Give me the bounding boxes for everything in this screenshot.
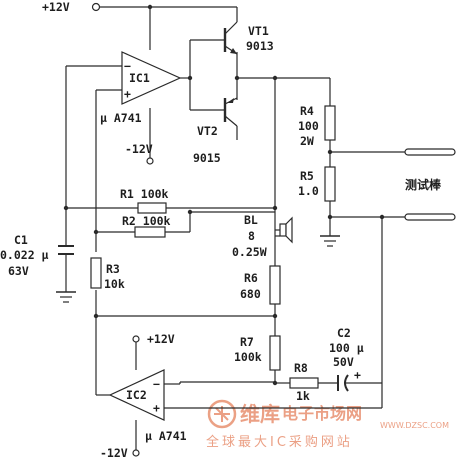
- vt2-transistor: VT2 9015: [193, 97, 238, 165]
- r6-name: R6: [244, 271, 258, 285]
- watermark-site: 电子市场网: [282, 404, 362, 423]
- r6-resistor: R6 680: [240, 265, 281, 305]
- watermark-subtitle: 全球最大IC采购网站: [206, 434, 353, 450]
- vt1-transistor: VT1 9013: [223, 21, 274, 55]
- ic2-plus: +: [153, 401, 160, 415]
- ic2-pos-supply: +12V: [132, 332, 175, 346]
- ic2-neg-supply-label: -12V: [100, 446, 128, 459]
- r5-resistor: R5 1.0: [298, 166, 336, 202]
- vt2-name: VT2: [197, 124, 218, 138]
- speaker-bl: BL 8 0.25W: [232, 213, 293, 259]
- ic1-part: μ A741: [100, 111, 142, 125]
- r8-value: 1k: [296, 389, 310, 403]
- c1-name: C1: [14, 233, 28, 247]
- vt1-part: 9013: [246, 39, 274, 53]
- ic2-neg-supply: -12V: [100, 446, 140, 459]
- watermark-brand: 维库: [240, 402, 280, 426]
- c2-voltage: 50V: [333, 355, 354, 369]
- ic1-opamp: IC1 − + μ A741: [100, 51, 182, 125]
- watermark-url: WWW.DZSC.COM: [380, 421, 449, 430]
- vt2-part: 9015: [193, 151, 221, 165]
- test-probe-upper: [404, 148, 456, 156]
- r5-value: 1.0: [298, 184, 319, 198]
- wires: [65, 6, 405, 450]
- r2-label: R2 100k: [122, 214, 171, 228]
- r4-resistor: R4 100 2W: [298, 104, 336, 148]
- r4-power: 2W: [300, 134, 314, 148]
- junction-dots: [63, 4, 385, 386]
- probe-label: 测试棒: [405, 177, 442, 192]
- ic2-name: IC2: [126, 388, 147, 402]
- r4-name: R4: [300, 104, 314, 118]
- c1-value: 0.022 μ: [0, 248, 49, 262]
- r3-name: R3: [106, 262, 120, 276]
- ic2-part: μ A741: [145, 429, 187, 443]
- c2-value: 100 μ: [329, 341, 364, 355]
- r6-value: 680: [240, 287, 261, 301]
- r5-name: R5: [300, 169, 314, 183]
- ground-symbol-c1: [56, 291, 76, 303]
- watermark-logo-icon: [207, 399, 237, 429]
- r1-label: R1 100k: [120, 187, 169, 201]
- ic1-neg-supply-label: -12V: [125, 142, 153, 156]
- r7-name: R7: [240, 335, 254, 349]
- r3-resistor: R3 10k: [90, 257, 125, 291]
- c1-voltage: 63V: [8, 264, 29, 278]
- ic1-minus: −: [124, 59, 131, 73]
- r8-name: R8: [294, 361, 308, 375]
- ic2-opamp: IC2 − + μ A741: [108, 369, 187, 443]
- r7-value: 100k: [234, 350, 262, 364]
- r8-resistor: R8 1k: [289, 361, 319, 403]
- ic2-minus: −: [153, 377, 160, 391]
- test-probe-lower: [404, 213, 456, 221]
- supply-top-label: +12V: [42, 0, 70, 14]
- r4-value: 100: [298, 119, 319, 133]
- c1-capacitor: C1 0.022 μ 63V: [0, 233, 74, 278]
- vt1-name: VT1: [248, 24, 269, 38]
- r7-resistor: R7 100k: [234, 335, 281, 371]
- ic1-name: IC1: [129, 71, 150, 85]
- watermark: 维库 电子市场网 WWW.DZSC.COM 全球最大IC采购网站: [206, 399, 449, 450]
- r2-resistor: R2 100k: [122, 214, 171, 238]
- r1-resistor: R1 100k: [120, 187, 169, 214]
- ic1-plus: +: [124, 87, 131, 101]
- bl-value: 8: [248, 229, 255, 243]
- bl-power: 0.25W: [232, 245, 267, 259]
- c2-capacitor: C2 100 μ 50V +: [329, 326, 364, 392]
- bl-name: BL: [244, 213, 258, 227]
- supply-terminal-top: +12V: [42, 0, 101, 14]
- ic2-pos-supply-label: +12V: [147, 332, 175, 346]
- c2-name: C2: [337, 326, 351, 340]
- r3-value: 10k: [104, 277, 125, 291]
- c2-plus: +: [354, 368, 361, 382]
- ground-symbol-r5: [320, 235, 340, 247]
- ic1-neg-supply: -12V: [125, 142, 154, 165]
